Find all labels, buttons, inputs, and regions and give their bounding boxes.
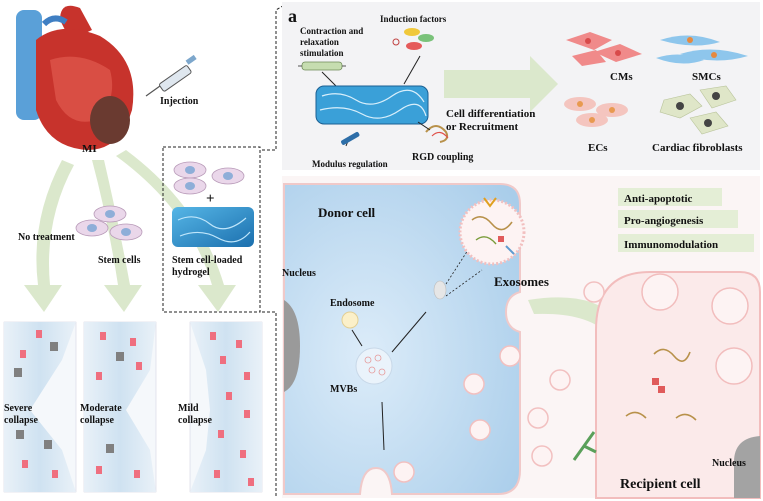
smooth-muscle-cells (656, 35, 748, 64)
severe-label-1: Severe (4, 403, 33, 414)
hydrogel-box (162, 146, 261, 313)
plus-sign: + (206, 191, 215, 207)
ecs-label: ECs (588, 142, 608, 154)
donor-cell (283, 183, 521, 495)
antibody-icon (572, 431, 597, 461)
effect-box-3 (618, 234, 754, 252)
stim-line1: Contraction and (300, 26, 363, 36)
induction-label: Induction factors (380, 14, 447, 24)
exosome-detail (458, 197, 526, 266)
mild-label-2: collapse (178, 415, 212, 426)
stim-line2: relaxation (300, 37, 339, 47)
outcome-line2: or Recruitment (446, 121, 519, 133)
moderate-label-1: Moderate (80, 403, 122, 414)
stem-cells-label: Stem cells (98, 255, 141, 266)
donor-nucleus (284, 300, 300, 392)
infarct-region (90, 96, 130, 144)
donor-label: Donor cell (318, 205, 376, 220)
effect-2: Pro-angiogenesis (624, 215, 704, 227)
hydrogel-label-line1: Stem cell-loaded (172, 255, 243, 266)
recipient-cell (595, 271, 761, 499)
stem-cell-cluster (75, 205, 143, 241)
arrow-no-treatment (24, 160, 74, 312)
recipient-nucleus (734, 436, 760, 498)
effect-1: Anti-apoptotic (624, 193, 693, 205)
connector-dashed-top (262, 3, 287, 151)
hydrogel-stem-cells (173, 161, 245, 195)
heart-illustration (16, 5, 134, 151)
hydrogel-label-line2: hydrogel (172, 267, 210, 278)
spring-icon (298, 61, 346, 71)
rgd-icon (425, 125, 449, 143)
cms-label: CMs (610, 71, 633, 83)
effect-box-1 (618, 188, 722, 206)
smcs-label: SMCs (692, 71, 721, 83)
effect-box-2 (618, 210, 738, 228)
cardiomyocytes (566, 32, 642, 66)
endosome (341, 311, 359, 329)
tissue-moderate (83, 321, 157, 493)
no-treatment-label: No treatment (18, 232, 75, 243)
tissue-mild (189, 321, 263, 493)
free-exosomes (393, 281, 605, 483)
recipient-label: Recipient cell (620, 477, 701, 492)
stim-line3: stimulation (300, 48, 344, 58)
nucleus-left-label: Nucleus (282, 268, 316, 279)
effect-3: Immunomodulation (624, 239, 718, 251)
arrow-hydrogel (116, 150, 236, 312)
differentiation-arrow (444, 56, 558, 112)
tissue-severe (3, 321, 77, 493)
nucleus-right-label: Nucleus (712, 458, 746, 469)
syringe-icon (145, 54, 197, 97)
endothelial-cells (564, 97, 628, 127)
exosomes-label: Exosomes (494, 274, 549, 289)
probe-icon (341, 132, 360, 145)
injection-label: Injection (160, 96, 199, 107)
moderate-label-2: collapse (80, 415, 114, 426)
mvbs-label: MVBs (330, 384, 357, 395)
hydrogel-block (172, 207, 254, 247)
severe-label-2: collapse (4, 415, 38, 426)
rgd-label: RGD coupling (412, 152, 473, 163)
fibroblasts-label: Cardiac fibroblasts (652, 142, 743, 154)
scaffold-block (315, 85, 429, 125)
mild-label-1: Mild (178, 403, 199, 414)
modulus-label: Modulus regulation (312, 159, 388, 169)
cardiac-fibroblasts (659, 85, 737, 135)
exocytosis-vesicle (433, 280, 447, 300)
panel-a-letter: a (288, 6, 297, 26)
induction-factors-icon (392, 28, 434, 50)
outcome-line1: Cell differentiation (446, 108, 535, 120)
connector-dashed-bottom (262, 311, 277, 498)
endosome-label: Endosome (330, 298, 375, 309)
mvb (355, 347, 393, 385)
heart-label: MI (82, 143, 97, 155)
vena-cava (16, 10, 42, 120)
effect-boxes (618, 188, 754, 252)
